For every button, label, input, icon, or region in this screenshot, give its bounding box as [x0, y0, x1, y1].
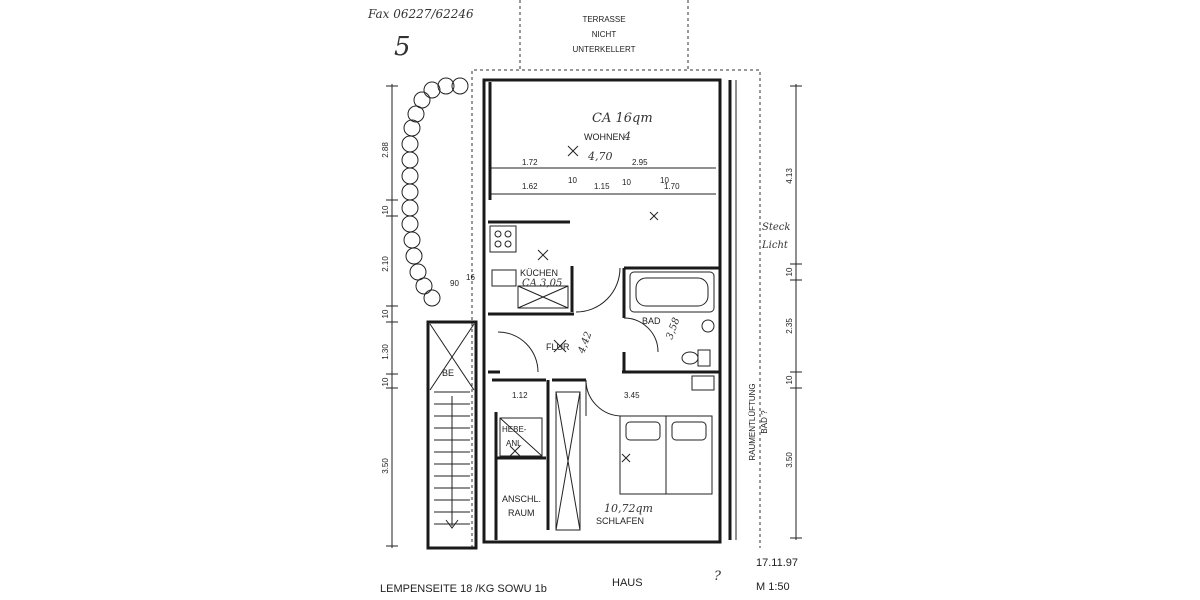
dim-left-288: 2.88 — [381, 142, 390, 158]
hedge — [401, 77, 469, 307]
fax-note: Fax 06227/62246 — [367, 7, 474, 21]
note-wohnen-area: CA 16qm — [592, 111, 653, 126]
note-schlafen-area: 10,72qm — [604, 502, 653, 515]
double-bed — [619, 415, 713, 495]
room-label-anschl-2: RAUM — [508, 508, 535, 518]
bathroom-fixtures — [681, 319, 715, 391]
left-dimension-line — [386, 84, 398, 548]
dim-left-350: 3.50 — [381, 458, 390, 474]
page-number: 5 — [394, 32, 411, 62]
dim-10b: 10 — [660, 176, 669, 185]
terrace-area: TERRASSE NICHT UNTERKELLERT — [519, 0, 689, 72]
room-label-kuechen: KÜCHEN — [520, 268, 558, 278]
ceiling-lights — [509, 145, 659, 463]
terrace-label-3: UNTERKELLERT — [573, 45, 636, 54]
wohnen-dimension-lines — [488, 82, 716, 200]
wardrobe — [555, 391, 581, 531]
room-label-hebeanl-2: ANL — [506, 439, 522, 448]
dim-16: 16 — [466, 273, 475, 282]
dim-295: 2.95 — [632, 158, 648, 167]
dim-112: 1.12 — [512, 391, 528, 400]
dim-right-235: 2.35 — [785, 318, 794, 334]
dim-10c: 10 — [622, 178, 631, 187]
side-note-1: Steck — [762, 222, 790, 233]
outer-dashed-boundary — [471, 69, 761, 548]
note-bad-val: 3,58 — [664, 316, 682, 341]
room-label-wohnen: WOHNEN — [584, 132, 625, 142]
side-label-1: RAUMENTLÜFTUNG — [748, 383, 757, 460]
room-label-schlafen: SCHLAFEN — [596, 516, 644, 526]
side-label-2: BAD ? — [760, 410, 769, 434]
footer-haus: HAUS — [612, 577, 643, 589]
hebeanlage-box — [499, 417, 543, 457]
footer-date: 17.11.97 — [756, 557, 798, 569]
note-flur-val: 4,42 — [576, 330, 594, 356]
right-dimension-line — [790, 84, 802, 540]
footer-address: LEMPENSEITE 18 /KG SOWU 1b — [380, 583, 547, 595]
staircase — [426, 320, 478, 550]
room-label-bad: BAD — [642, 316, 661, 326]
note-kuechen-area: CA 3,05 — [522, 278, 562, 289]
dim-right-10b: 10 — [785, 375, 794, 384]
dim-172: 1.72 — [522, 158, 538, 167]
footer-question: ? — [714, 569, 722, 584]
outer-walls — [482, 78, 737, 544]
room-label-hebeanl-1: HEBE- — [502, 425, 527, 434]
dim-right-350: 3.50 — [785, 452, 794, 468]
dim-left-10c: 10 — [381, 377, 390, 386]
dim-115: 1.15 — [594, 182, 610, 191]
dim-left-10a: 10 — [381, 205, 390, 214]
footer-scale: M 1:50 — [756, 581, 790, 593]
door-swings — [497, 267, 659, 417]
dim-170: 1.70 — [664, 182, 680, 191]
dim-right-10a: 10 — [785, 267, 794, 276]
dim-left-210: 2.10 — [381, 256, 390, 272]
note-wohnen-mark: 4 — [623, 130, 631, 143]
note-wohnen-val: 4,70 — [587, 150, 613, 163]
dim-90: 90 — [450, 279, 459, 288]
dim-right-413: 4.13 — [785, 168, 794, 184]
dim-left-10b: 10 — [381, 309, 390, 318]
room-label-be: BE — [442, 368, 454, 378]
interior-walls — [488, 220, 720, 540]
room-label-flur: FLUR — [546, 342, 570, 352]
dim-345: 3.45 — [624, 391, 640, 400]
kitchen-fixtures — [489, 225, 569, 309]
room-label-anschl-1: ANSCHL. — [502, 494, 541, 504]
dim-162: 1.62 — [522, 182, 538, 191]
side-note-2: Licht — [761, 240, 789, 251]
terrace-label-2: NICHT — [592, 30, 617, 39]
dim-10a: 10 — [568, 176, 577, 185]
bathtub — [629, 271, 715, 313]
terrace-label-1: TERRASSE — [582, 15, 625, 24]
dim-left-130: 1.30 — [381, 344, 390, 360]
